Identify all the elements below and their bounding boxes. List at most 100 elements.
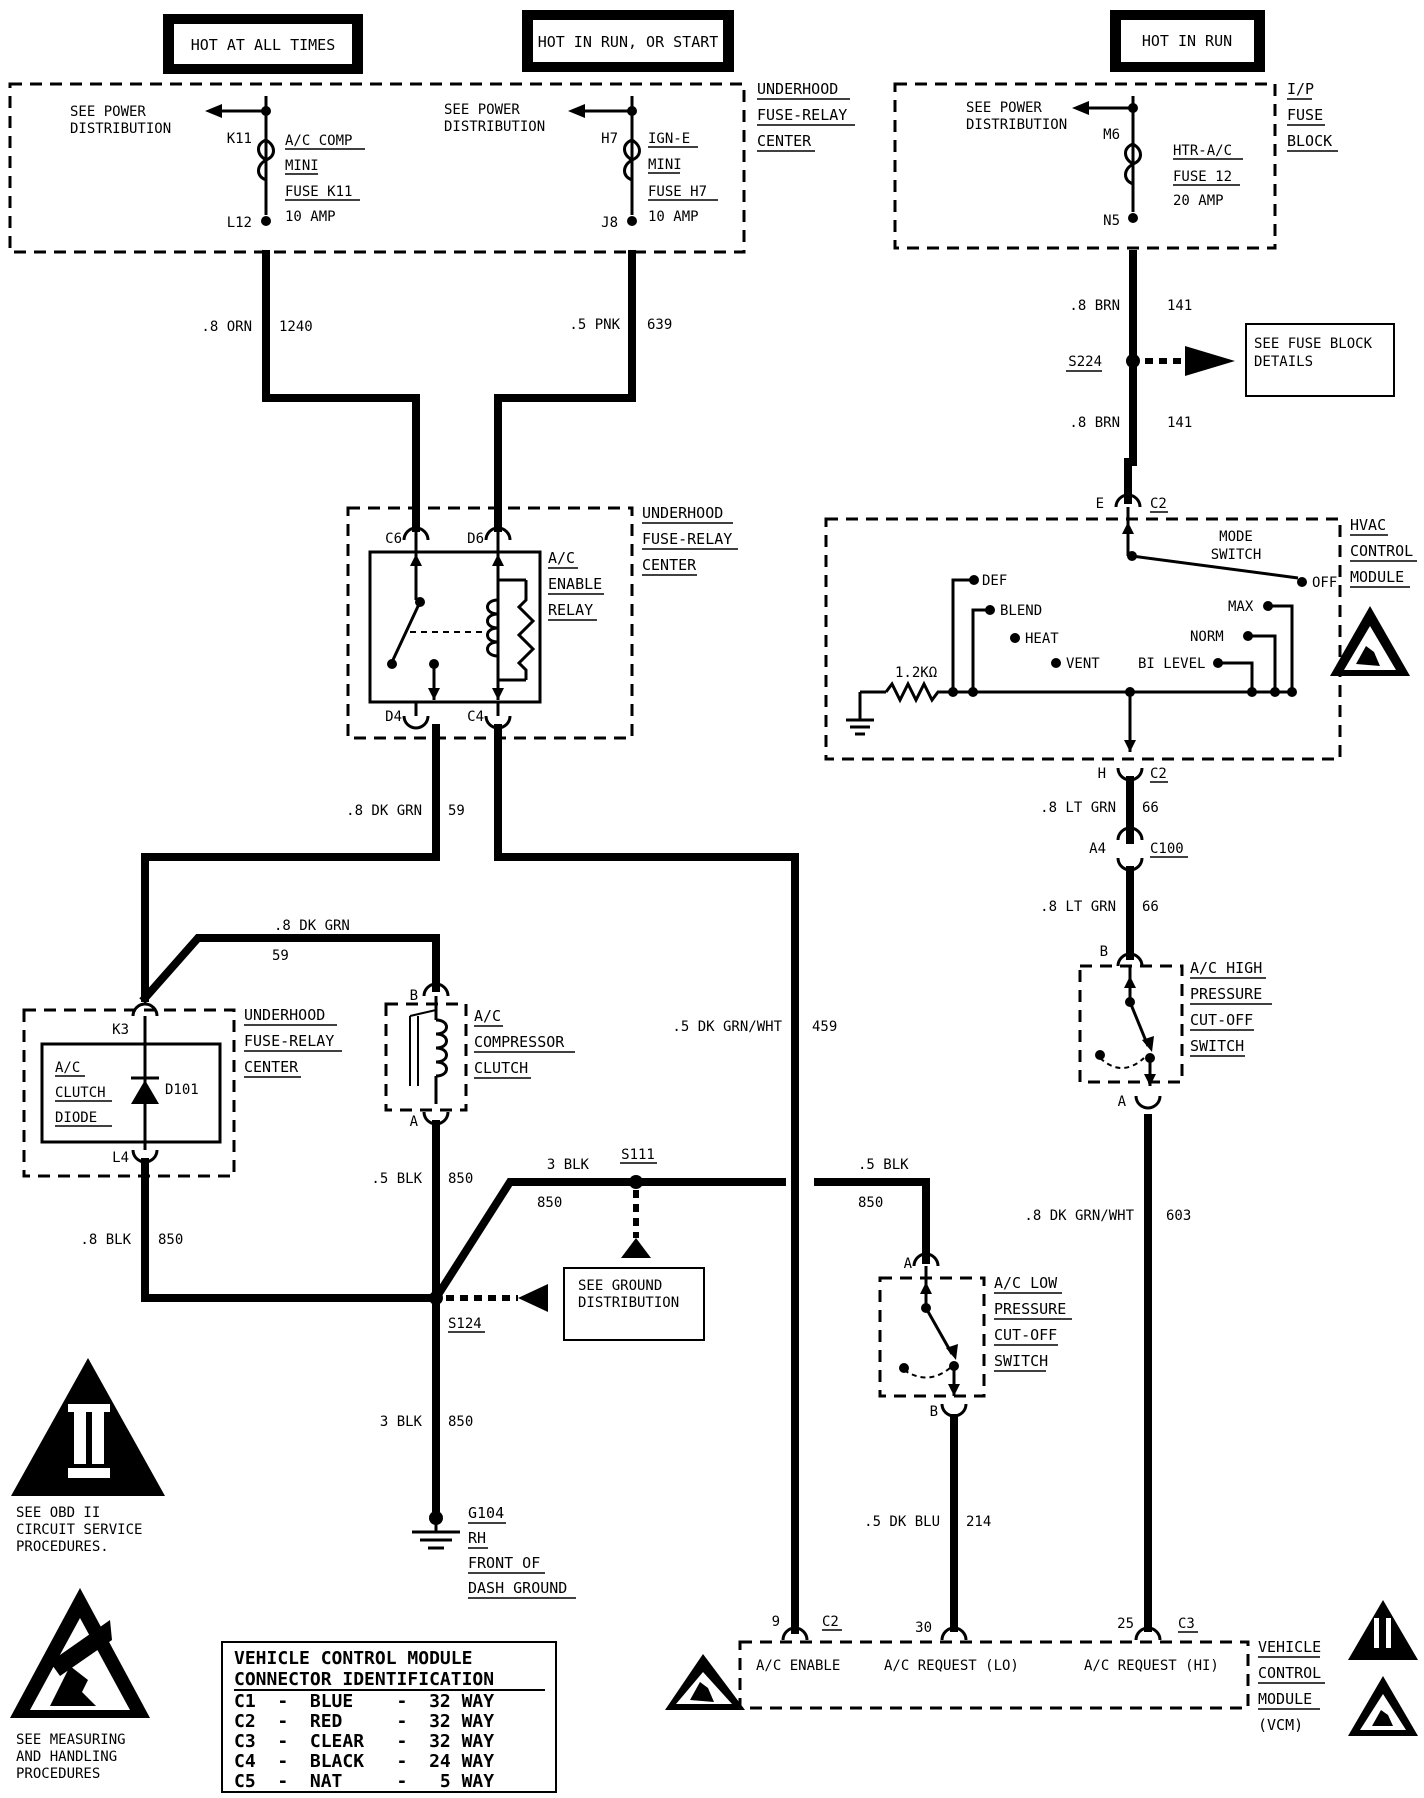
legend-row: C3 - CLEAR - 32 WAY [234,1731,494,1752]
svg-text:CIRCUIT SERVICE: CIRCUIT SERVICE [16,1522,142,1538]
svg-text:10 AMP: 10 AMP [648,209,699,225]
svg-text:A/C LOW: A/C LOW [994,1274,1058,1292]
svg-text:L4: L4 [112,1150,129,1166]
svg-text:CENTER: CENTER [642,556,697,574]
svg-text:FUSE K11: FUSE K11 [285,184,352,200]
svg-text:HOT IN RUN: HOT IN RUN [1142,32,1232,50]
svg-text:COMPRESSOR: COMPRESSOR [474,1033,565,1051]
svg-text:9: 9 [772,1614,780,1630]
svg-text:FUSE-RELAY: FUSE-RELAY [757,106,847,124]
svg-text:850: 850 [448,1171,473,1187]
svg-text:SWITCH: SWITCH [994,1352,1048,1370]
splice-s124: S124 SEE GROUND DISTRIBUTION [429,1267,705,1341]
svg-text:M6: M6 [1103,127,1120,143]
vcm-outline [738,1640,1250,1710]
svg-text:214: 214 [966,1514,991,1530]
svg-text:AND HANDLING: AND HANDLING [16,1749,117,1765]
svg-text:A/C: A/C [55,1060,80,1076]
hot-at-all-times-header: HOT AT ALL TIMES [163,14,363,74]
svg-text:DASH GROUND: DASH GROUND [468,1579,567,1597]
legend-row: C4 - BLACK - 24 WAY [234,1751,494,1772]
svg-text:.8 LT GRN: .8 LT GRN [1040,800,1116,816]
svg-text:UNDERHOOD: UNDERHOOD [244,1006,325,1024]
ac-enable-relay: C6 D6 D4 C4 A/C ENABLE RELAY [368,526,604,730]
svg-text:FUSE: FUSE [1287,106,1323,124]
svg-text:HOT AT ALL TIMES: HOT AT ALL TIMES [191,36,336,54]
svg-text:66: 66 [1142,899,1159,915]
esd-warning-icon-vcm-right [1348,1676,1418,1736]
svg-text:RELAY: RELAY [548,601,593,619]
svg-text:(VCM): (VCM) [1258,1716,1303,1734]
svg-text:MODULE: MODULE [1258,1690,1312,1708]
relay-output-wires [139,724,799,1634]
low-pressure-switch-outline [878,1276,986,1398]
svg-text:RH: RH [468,1529,486,1547]
esd-note: SEE MEASURING AND HANDLING PROCEDURES [10,1588,150,1782]
svg-text:141: 141 [1167,298,1192,314]
svg-text:CLUTCH: CLUTCH [474,1059,528,1077]
svg-text:.8 ORN: .8 ORN [201,319,252,335]
svg-text:E: E [1096,496,1104,512]
diode-center-outline [22,1008,236,1178]
splice-s111: S111 [620,1147,657,1258]
svg-text:FUSE H7: FUSE H7 [648,184,707,200]
fuse-12: SEE POWER DISTRIBUTION M6 N5 HTR-A/C FUS… [966,96,1243,229]
svg-text:DIODE: DIODE [55,1110,97,1126]
svg-text:.5 PNK: .5 PNK [569,317,620,333]
svg-text:PRESSURE: PRESSURE [1190,985,1262,1003]
svg-text:20 AMP: 20 AMP [1173,193,1224,209]
svg-text:J8: J8 [601,215,618,231]
svg-text:DISTRIBUTION: DISTRIBUTION [444,119,545,135]
ip-fuse-block-outline [893,82,1277,250]
fuse-h7: SEE POWER DISTRIBUTION H7 J8 IGN-E MINI … [444,96,718,231]
svg-text:SEE MEASURING: SEE MEASURING [16,1732,126,1748]
svg-text:3 BLK: 3 BLK [547,1157,590,1173]
svg-text:850: 850 [448,1414,473,1430]
ac-clutch-diode: K3 D101 A/C CLUTCH DIODE L4 [40,1002,222,1166]
svg-text:FRONT OF: FRONT OF [468,1554,540,1572]
legend-row: C1 - BLUE - 32 WAY [234,1691,494,1712]
diode-center-label: UNDERHOOD FUSE-RELAY CENTER [244,1006,342,1078]
wire-labels-right: .8 LT GRN 66 .8 LT GRN 66 .8 DK GRN/WHT … [1024,800,1191,1224]
svg-text:639: 639 [647,317,672,333]
svg-text:SEE POWER: SEE POWER [70,104,146,120]
svg-text:A/C: A/C [548,549,575,567]
ac-low-pressure-switch: A B A/C LOW PRESSURE CUT-OFF SWITCH [899,1252,1072,1420]
svg-text:CONTROL: CONTROL [1350,542,1413,560]
svg-text:.8 DK GRN: .8 DK GRN [346,803,422,819]
svg-text:DISTRIBUTION: DISTRIBUTION [70,121,171,137]
svg-text:K11: K11 [227,131,252,147]
legend-row: C5 - NAT - 5 WAY [234,1771,494,1792]
svg-text:A: A [904,1256,913,1272]
svg-text:603: 603 [1166,1208,1191,1224]
svg-text:.5 DK BLU: .5 DK BLU [864,1514,940,1530]
svg-text:.8 DK GRN/WHT: .8 DK GRN/WHT [1024,1208,1134,1224]
hvac-output-wires [1116,776,1152,1632]
svg-text:CONTROL: CONTROL [1258,1664,1321,1682]
svg-text:S124: S124 [448,1316,482,1332]
svg-text:850: 850 [537,1195,562,1211]
low-pressure-output-wire: .5 DK BLU 214 [864,1414,991,1632]
wire-labels-mid: .8 DK GRN 59 .8 DK GRN 59 .5 DK GRN/WHT … [272,803,837,1035]
ac-high-pressure-switch: B A A/C HIGH PRESSURE CUT-OFF SWITCH [1095,944,1272,1110]
svg-text:C2: C2 [1150,766,1167,782]
svg-text:850: 850 [858,1195,883,1211]
svg-text:H7: H7 [601,131,618,147]
svg-text:A: A [410,1114,419,1130]
svg-text:PROCEDURES: PROCEDURES [16,1766,100,1782]
svg-text:BI LEVEL: BI LEVEL [1138,656,1205,672]
svg-text:.5 BLK: .5 BLK [371,1171,422,1187]
svg-text:S224: S224 [1068,354,1102,370]
svg-text:.5 DK GRN/WHT: .5 DK GRN/WHT [672,1019,782,1035]
svg-text:.8 LT GRN: .8 LT GRN [1040,899,1116,915]
svg-text:PRESSURE: PRESSURE [994,1300,1066,1318]
svg-text:SEE POWER: SEE POWER [966,100,1042,116]
svg-text:SEE GROUND: SEE GROUND [578,1278,662,1294]
svg-text:OFF: OFF [1312,575,1337,591]
hvac-control-module: E C2 MODE SWITCH OFF 1.2KΩ DEF BLEND HEA… [846,493,1337,783]
svg-text:A: A [1118,1094,1127,1110]
svg-text:NORM: NORM [1190,629,1224,645]
svg-text:SWITCH: SWITCH [1211,547,1262,563]
svg-text:1240: 1240 [279,319,313,335]
